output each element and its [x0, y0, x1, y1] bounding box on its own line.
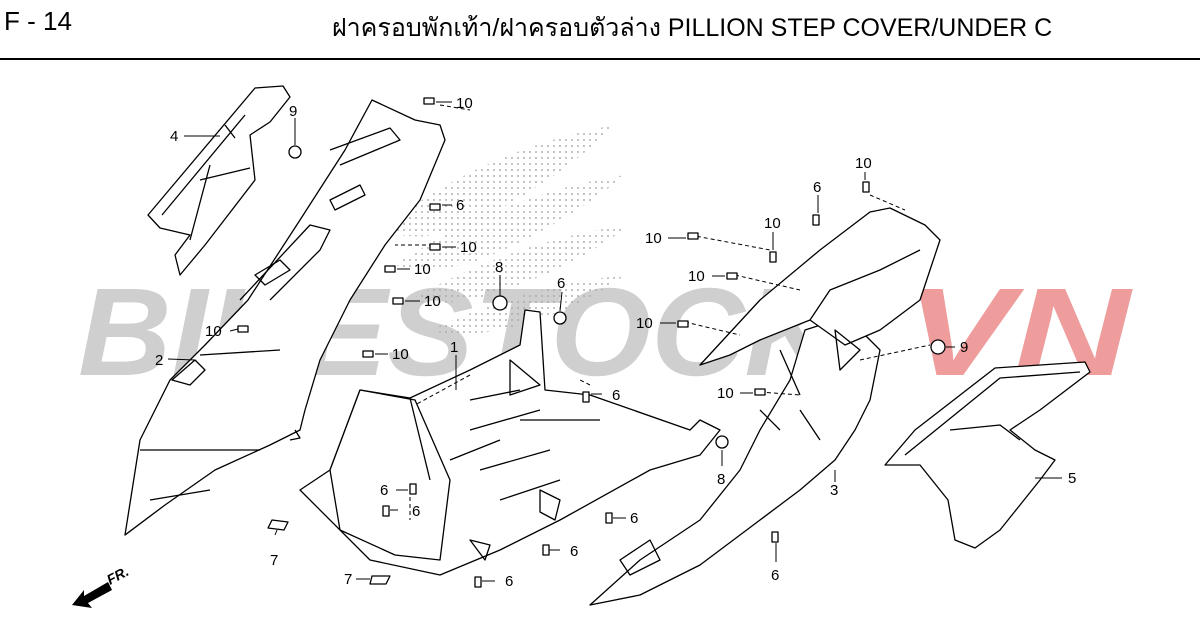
header-divider — [0, 58, 1200, 60]
callout-10: 10 — [460, 239, 477, 256]
callout-10: 10 — [456, 95, 473, 112]
callout-6: 6 — [456, 197, 464, 214]
page-code: F - 14 — [4, 6, 72, 36]
callout-4: 4 — [170, 128, 178, 145]
callout-3: 3 — [830, 482, 838, 499]
callout-6: 6 — [813, 179, 821, 196]
callout-10: 10 — [717, 385, 734, 402]
callout-labels: 1 2 3 4 5 6 6 6 6 6 6 6 6 6 6 6 7 7 8 8 … — [155, 95, 1076, 590]
callout-10: 10 — [424, 293, 441, 310]
part-2-side-cover-left — [124, 99, 446, 536]
callout-9: 9 — [960, 339, 968, 356]
callout-6: 6 — [630, 510, 638, 527]
callout-10: 10 — [636, 315, 653, 332]
callout-6: 6 — [612, 387, 620, 404]
front-direction-arrow-icon — [72, 582, 112, 608]
callout-10: 10 — [392, 346, 409, 363]
callout-10: 10 — [205, 323, 222, 340]
callout-2: 2 — [155, 352, 163, 369]
part-1-under-cover — [299, 309, 721, 576]
assembly-guides — [395, 104, 931, 520]
callout-8: 8 — [717, 471, 725, 488]
callout-10: 10 — [414, 261, 431, 278]
callout-10: 10 — [764, 215, 781, 232]
part-4-pillion-step-cover — [147, 85, 291, 276]
page-title: ฝาครอบพักเท้า/ฝาครอบตัวล่าง PILLION STEP… — [332, 14, 1053, 42]
callout-6: 6 — [771, 567, 779, 584]
callout-7: 7 — [344, 571, 352, 588]
callout-6: 6 — [505, 573, 513, 590]
callout-10: 10 — [855, 155, 872, 172]
fastener-icons — [237, 97, 946, 588]
callout-7: 7 — [270, 552, 278, 569]
callout-leaders — [167, 101, 1062, 582]
callout-9: 9 — [289, 103, 297, 120]
callout-1: 1 — [450, 339, 458, 356]
callout-6: 6 — [570, 543, 578, 560]
callout-6: 6 — [412, 503, 420, 520]
callout-6: 6 — [557, 275, 565, 292]
parts-diagram: BIKESTOCK VN — [72, 85, 1134, 608]
callout-5: 5 — [1068, 470, 1076, 487]
callout-10: 10 — [688, 268, 705, 285]
part-5-side-panel — [884, 361, 1091, 549]
page-header: F - 14 ฝาครอบพักเท้า/ฝาครอบตัวล่าง PILLI… — [0, 0, 1200, 58]
callout-6: 6 — [380, 482, 388, 499]
part-3-side-cover-right — [589, 207, 941, 606]
callout-10: 10 — [645, 230, 662, 247]
callout-8: 8 — [495, 259, 503, 276]
